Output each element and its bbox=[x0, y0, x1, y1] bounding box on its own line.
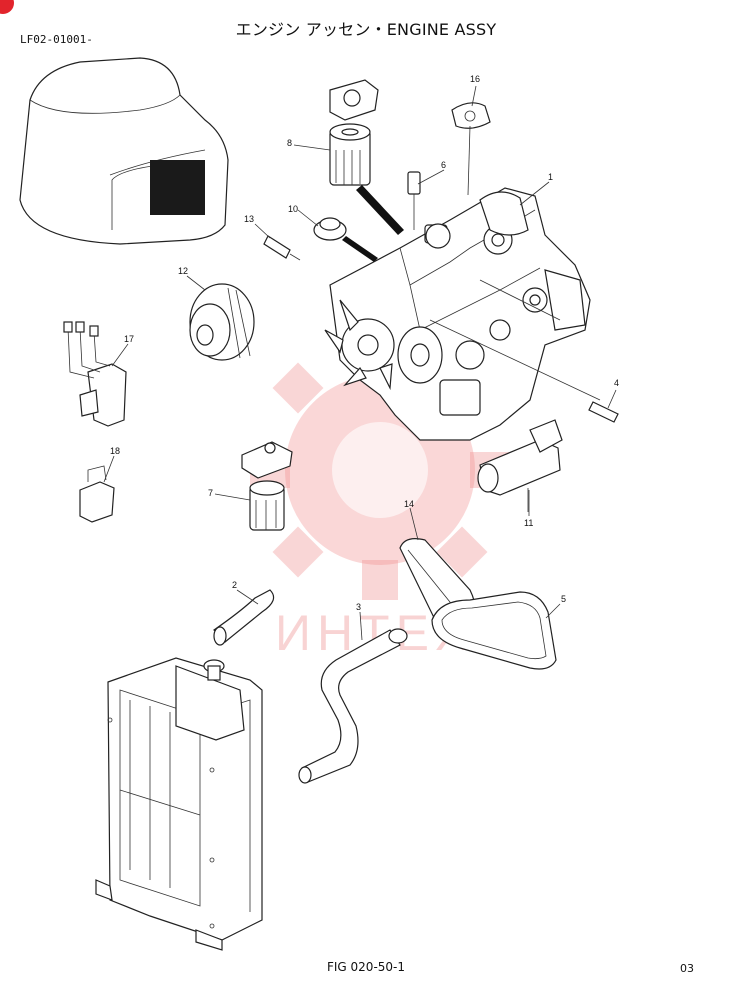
callout-5: 5 bbox=[561, 594, 566, 604]
part-code: LF02-01001- bbox=[20, 33, 93, 46]
starter-motor-part-11 bbox=[477, 419, 563, 512]
callout-18: 18 bbox=[110, 446, 120, 456]
callout-14: 14 bbox=[404, 499, 414, 509]
leader-lines bbox=[103, 85, 617, 641]
relay-harness-part-17 bbox=[63, 321, 127, 427]
oil-filter-part-8 bbox=[329, 79, 404, 235]
sensor-part-13 bbox=[263, 235, 301, 261]
corner-badge bbox=[0, 0, 14, 14]
gasket-part-16 bbox=[451, 102, 491, 196]
relay-part-18 bbox=[79, 465, 115, 523]
seat-cover-illustration bbox=[19, 57, 229, 245]
callout-8: 8 bbox=[287, 138, 292, 148]
alternator-part-12 bbox=[189, 283, 255, 361]
callout-6: 6 bbox=[441, 160, 446, 170]
callout-1: 1 bbox=[548, 172, 553, 182]
thermostat-part-10 bbox=[313, 217, 378, 262]
callout-4: 4 bbox=[614, 378, 619, 388]
radiator-hose-part-3 bbox=[298, 628, 408, 784]
sensor-part-4 bbox=[588, 401, 619, 423]
callout-12: 12 bbox=[178, 266, 188, 276]
callout-7: 7 bbox=[208, 488, 213, 498]
fuel-filter-part-7 bbox=[241, 441, 293, 531]
callout-17: 17 bbox=[124, 334, 134, 344]
radiator-hose-part-2 bbox=[213, 589, 275, 646]
sensor-part-6 bbox=[407, 171, 421, 230]
callout-11: 11 bbox=[524, 518, 533, 528]
radiator-assembly bbox=[95, 657, 263, 951]
callout-13: 13 bbox=[244, 214, 254, 224]
v-belt-part-5 bbox=[431, 591, 557, 670]
figure-number: FIG 020-50-1 bbox=[326, 960, 406, 974]
engine-block-part-1 bbox=[324, 187, 601, 441]
callout-3: 3 bbox=[356, 602, 361, 612]
page-title: エンジン アッセン・ENGINE ASSY bbox=[235, 20, 497, 39]
callout-16: 16 bbox=[470, 74, 480, 84]
callout-10: 10 bbox=[288, 204, 298, 214]
callout-2: 2 bbox=[232, 580, 237, 590]
page-number: 03 bbox=[680, 962, 694, 975]
